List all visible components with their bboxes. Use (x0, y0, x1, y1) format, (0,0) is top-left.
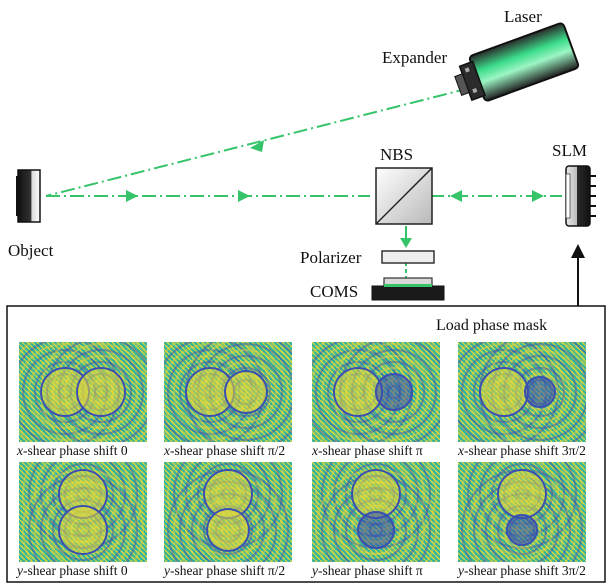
phase-mask-y-0 (19, 462, 147, 562)
mask-caption-text: -shear phase shift π (318, 563, 423, 578)
mask-caption-axis: x (311, 443, 318, 458)
nbs-label: NBS (380, 145, 413, 164)
mask-caption-x-0: x-shear phase shift 0 (16, 443, 128, 458)
phase-mask-y-3 (458, 462, 586, 562)
coms-camera (371, 277, 445, 301)
mask-caption-text: -shear phase shift 3π/2 (464, 563, 586, 578)
laser-label: Laser (504, 7, 542, 26)
mask-caption-y-0: y-shear phase shift 0 (15, 563, 128, 578)
phase-mask-x-1 (164, 342, 292, 442)
laser (454, 22, 580, 102)
phase-mask-panel (6, 305, 606, 583)
polarizer-label: Polarizer (300, 248, 362, 267)
mask-caption-y-3: y-shear phase shift 3π/2 (456, 563, 586, 578)
mask-caption-x-2: x-shear phase shift π (311, 443, 423, 458)
coms-label: COMS (310, 282, 358, 301)
slm-label: SLM (552, 141, 587, 160)
expander-label: Expander (382, 48, 447, 67)
arrow-right-2 (238, 190, 250, 202)
mask-caption-axis: y (15, 563, 23, 578)
mask-caption-text: -shear phase shift 0 (23, 563, 128, 578)
phase-mask-x-3 (458, 342, 586, 442)
arrow-left-from-slm (450, 190, 462, 202)
mask-caption-y-1: y-shear phase shift π/2 (162, 563, 285, 578)
polarizer (381, 250, 435, 264)
mask-caption-text: -shear phase shift π/2 (170, 563, 285, 578)
mask-caption-axis: y (456, 563, 464, 578)
mask-caption-axis: y (310, 563, 318, 578)
load-arrow (571, 244, 585, 306)
phase-mask-x-2 (312, 342, 440, 442)
arrow-right-1 (126, 190, 138, 202)
mask-caption-axis: y (162, 563, 170, 578)
phase-mask-y-2 (312, 462, 440, 562)
nbs-beam-splitter (375, 167, 433, 225)
mask-caption-text: -shear phase shift π (318, 443, 423, 458)
arrow-right-to-slm (532, 190, 544, 202)
load-phase-mask-label: Load phase mask (436, 317, 547, 334)
object (16, 169, 41, 223)
mask-caption-text: -shear phase shift π/2 (170, 443, 285, 458)
mask-caption-y-2: y-shear phase shift π (310, 563, 423, 578)
arrow-down-to-polarizer (400, 238, 412, 248)
phase-mask-y-1 (164, 462, 292, 562)
mask-caption-axis: x (457, 443, 464, 458)
mask-caption-x-1: x-shear phase shift π/2 (163, 443, 285, 458)
mask-caption-text: -shear phase shift 0 (23, 443, 128, 458)
mask-caption-text: -shear phase shift 3π/2 (464, 443, 586, 458)
beam-paths (45, 87, 562, 284)
beam-laser-to-object (45, 87, 471, 197)
arrow-beam-toward-object (250, 140, 264, 152)
mask-caption-axis: x (163, 443, 170, 458)
object-label: Object (8, 241, 54, 260)
mask-caption-x-3: x-shear phase shift 3π/2 (457, 443, 586, 458)
phase-mask-x-0 (19, 342, 147, 442)
mask-caption-axis: x (16, 443, 23, 458)
slm (565, 165, 596, 227)
